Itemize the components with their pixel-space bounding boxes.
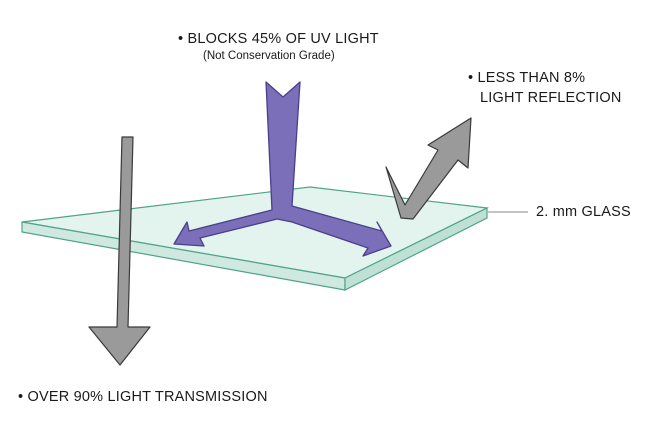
glass-side-face: [344, 207, 488, 291]
reflection-label-line1: • LESS THAN 8%: [468, 70, 586, 86]
transmission-arrow: [88, 136, 151, 366]
reflection-arrow: [385, 117, 472, 220]
uv-label: • BLOCKS 45% OF UV LIGHT: [178, 31, 379, 47]
uv-arrow: [173, 81, 392, 257]
glass-thickness-label: 2. mm GLASS: [536, 204, 631, 220]
uv-note: (Not Conservation Grade): [203, 50, 335, 62]
reflection-label-line2: LIGHT REFLECTION: [480, 90, 622, 106]
glass-pane: [21, 186, 490, 291]
transmission-label: • OVER 90% LIGHT TRANSMISSION: [18, 389, 268, 405]
